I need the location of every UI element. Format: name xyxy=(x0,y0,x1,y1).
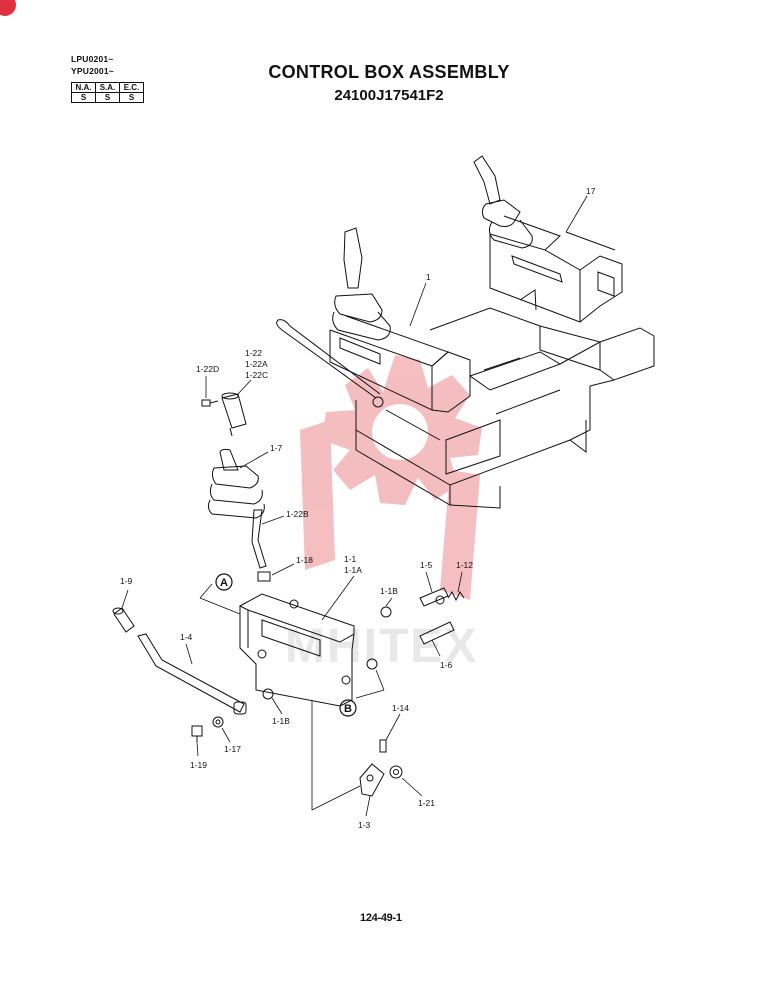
callout-circle-b-label: B xyxy=(344,703,352,715)
serial-na: LPU0201~ xyxy=(71,54,114,64)
nut-1-18 xyxy=(257,571,271,582)
callout-1-5: 1-5 xyxy=(420,560,433,570)
callout-1-19: 1-19 xyxy=(190,760,207,770)
callout-1-22c: 1-22C xyxy=(245,370,268,380)
callout-1-21: 1-21 xyxy=(418,798,435,808)
rod-1-4 xyxy=(137,633,247,715)
page-number: 124-49-1 xyxy=(360,912,402,924)
pin-1-6 xyxy=(419,621,455,645)
callout-1-18: 1-18 xyxy=(296,555,313,565)
pin-1-5 xyxy=(419,587,449,607)
bushing-1-9 xyxy=(112,607,135,633)
callout-1-1: 1-1 xyxy=(344,554,357,564)
callout-1-14: 1-14 xyxy=(392,703,409,713)
callout-1-7: 1-7 xyxy=(270,443,283,453)
washer-1-17 xyxy=(212,716,224,728)
callout-17: 17 xyxy=(586,186,596,196)
callout-1-1a: 1-1A xyxy=(344,565,362,575)
callout-1: 1 xyxy=(426,272,431,282)
housing-1-1 xyxy=(238,593,378,707)
callout-circle-a-label: A xyxy=(220,577,228,589)
watermark-gear-icon xyxy=(300,355,482,600)
callout-circle-b xyxy=(339,699,357,717)
availability-table: N.A. S.A. E.C. S S S xyxy=(71,82,144,103)
screw-1-14 xyxy=(379,739,387,753)
spring-1-12 xyxy=(447,591,465,602)
watermark-text: MHITEX xyxy=(285,620,478,673)
availability-value-ec: S xyxy=(119,92,144,103)
joystick-1 xyxy=(276,227,471,413)
callout-1-1b-bottom: 1-1B xyxy=(272,716,290,726)
callout-1-4: 1-4 xyxy=(180,632,193,642)
callout-1-9: 1-9 xyxy=(120,576,133,586)
callout-1-22a: 1-22A xyxy=(245,359,268,369)
bolt-1-19 xyxy=(191,725,203,742)
bushing-1-1b xyxy=(262,606,392,700)
callout-1-22: 1-22 xyxy=(245,348,262,358)
joystick-17 xyxy=(473,155,623,323)
rod-1-22b xyxy=(251,509,267,569)
knob-1-22 xyxy=(201,392,247,437)
callout-1-22d: 1-22D xyxy=(196,364,219,374)
plate-1-3 xyxy=(359,763,385,797)
corner-mark xyxy=(0,0,16,16)
callout-1-22b: 1-22B xyxy=(286,509,309,519)
callout-1-1b-top: 1-1B xyxy=(380,586,398,596)
callout-1-12: 1-12 xyxy=(456,560,473,570)
nut-1-21 xyxy=(389,765,403,779)
serial-sa: YPU2001~ xyxy=(71,66,114,76)
callout-1-3: 1-3 xyxy=(358,820,371,830)
callout-1-17: 1-17 xyxy=(224,744,241,754)
callout-1-6: 1-6 xyxy=(440,660,453,670)
callout-circle-a xyxy=(215,573,233,591)
part-number: 24100J17541F2 xyxy=(334,87,444,104)
leader-lines xyxy=(121,195,588,817)
boot-1-7 xyxy=(207,448,265,519)
base-frame xyxy=(355,289,655,509)
page-title: CONTROL BOX ASSEMBLY xyxy=(268,62,510,82)
